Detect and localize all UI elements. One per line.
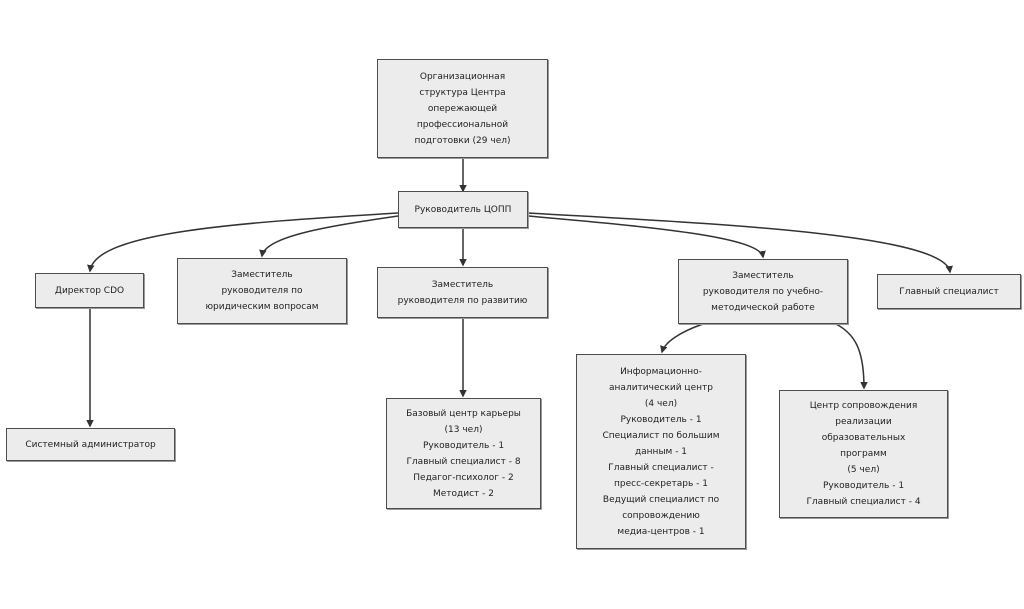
node-legal-line-2: руководителя по bbox=[221, 286, 303, 296]
node-support-line-1: Центр сопровождения bbox=[809, 401, 918, 411]
node-support-line-5: (5 чел) bbox=[847, 465, 880, 475]
node-info-analytics-center: Информационно- аналитический центр (4 че… bbox=[576, 354, 746, 549]
node-career-line-1: Базовый центр карьеры bbox=[406, 408, 521, 419]
node-director-cdo: Директор CDO bbox=[35, 273, 144, 308]
node-career-line-4: Главный специалист - 8 bbox=[406, 456, 521, 467]
node-edu-line-1: Заместитель bbox=[732, 270, 794, 281]
edge-head-to-legal bbox=[259, 215, 399, 258]
node-deputy-legal: Заместитель руководителя по юридическим … bbox=[177, 258, 347, 324]
node-info-line-10: сопровождению bbox=[622, 510, 700, 521]
node-chief-line-1: Главный специалист bbox=[899, 286, 999, 297]
node-info-line-6: данным - 1 bbox=[634, 446, 688, 457]
node-info-line-4: Руководитель - 1 bbox=[620, 414, 702, 425]
node-program-support-center: Центр сопровождения реализации образоват… bbox=[779, 390, 948, 518]
node-info-line-8: пресс-секретарь - 1 bbox=[614, 478, 708, 489]
node-deputy-development: Заместитель руководителя по развитию bbox=[377, 267, 548, 318]
node-dev-line-2: руководителя по развитию bbox=[397, 295, 528, 306]
node-support-line-6: Руководитель - 1 bbox=[822, 481, 905, 491]
node-org-line-4: профессиональной bbox=[416, 119, 509, 130]
node-deputy-education: Заместитель руководителя по учебно- мето… bbox=[678, 259, 848, 324]
node-info-line-5: Специалист по большим bbox=[602, 430, 720, 441]
node-head-line-1: Руководитель ЦОПП bbox=[414, 204, 512, 215]
node-career-line-6: Методист - 2 bbox=[432, 488, 494, 499]
node-edu-line-2: руководителя по учебно- bbox=[702, 286, 824, 297]
node-info-line-2: аналитический центр bbox=[609, 382, 713, 393]
node-info-line-9: Ведущий специалист по bbox=[602, 494, 720, 505]
node-legal-line-1: Заместитель bbox=[231, 270, 293, 280]
node-cdo-line-1: Директор CDO bbox=[54, 285, 125, 296]
node-career-line-5: Педагог-психолог - 2 bbox=[413, 472, 514, 483]
node-info-line-11: медиа-центров - 1 bbox=[617, 526, 705, 537]
node-info-line-1: Информационно- bbox=[620, 366, 702, 377]
node-head-copp: Руководитель ЦОПП bbox=[398, 191, 528, 228]
node-career-line-2: (13 чел) bbox=[444, 424, 483, 435]
node-org-line-1: Организационная bbox=[419, 71, 506, 82]
edge-edu-to-info bbox=[660, 323, 704, 354]
node-org-line-3: опережающей bbox=[427, 103, 498, 114]
node-org-line-5: подготовки (29 чел) bbox=[414, 135, 511, 146]
node-support-line-2: реализации bbox=[835, 417, 892, 427]
node-support-line-4: программ bbox=[840, 449, 887, 459]
edge-edu-to-support bbox=[835, 323, 868, 390]
node-edu-line-3: методической работе bbox=[711, 302, 815, 313]
node-info-line-3: (4 чел) bbox=[644, 398, 678, 409]
edge-head-to-edu bbox=[527, 215, 766, 259]
node-career-center: Базовый центр карьеры (13 чел) Руководит… bbox=[386, 398, 541, 509]
node-info-line-7: Главный специалист - bbox=[608, 462, 714, 473]
node-system-administrator: Системный администратор bbox=[6, 428, 175, 461]
node-support-line-7: Главный специалист - 4 bbox=[806, 497, 921, 507]
node-legal-line-3: юридическим вопросам bbox=[205, 302, 319, 312]
node-org-structure: Организационная структура Центра опережа… bbox=[377, 59, 548, 158]
node-dev-line-1: Заместитель bbox=[431, 279, 494, 290]
node-org-line-2: структура Центра bbox=[419, 87, 506, 98]
node-chief-specialist: Главный специалист bbox=[877, 274, 1021, 309]
edge-head-to-chief bbox=[527, 212, 953, 274]
node-support-line-3: образовательных bbox=[821, 433, 906, 443]
node-career-line-3: Руководитель - 1 bbox=[422, 440, 505, 451]
node-sysadmin-line-1: Системный администратор bbox=[25, 439, 156, 450]
edge-head-to-cdo bbox=[87, 212, 399, 273]
